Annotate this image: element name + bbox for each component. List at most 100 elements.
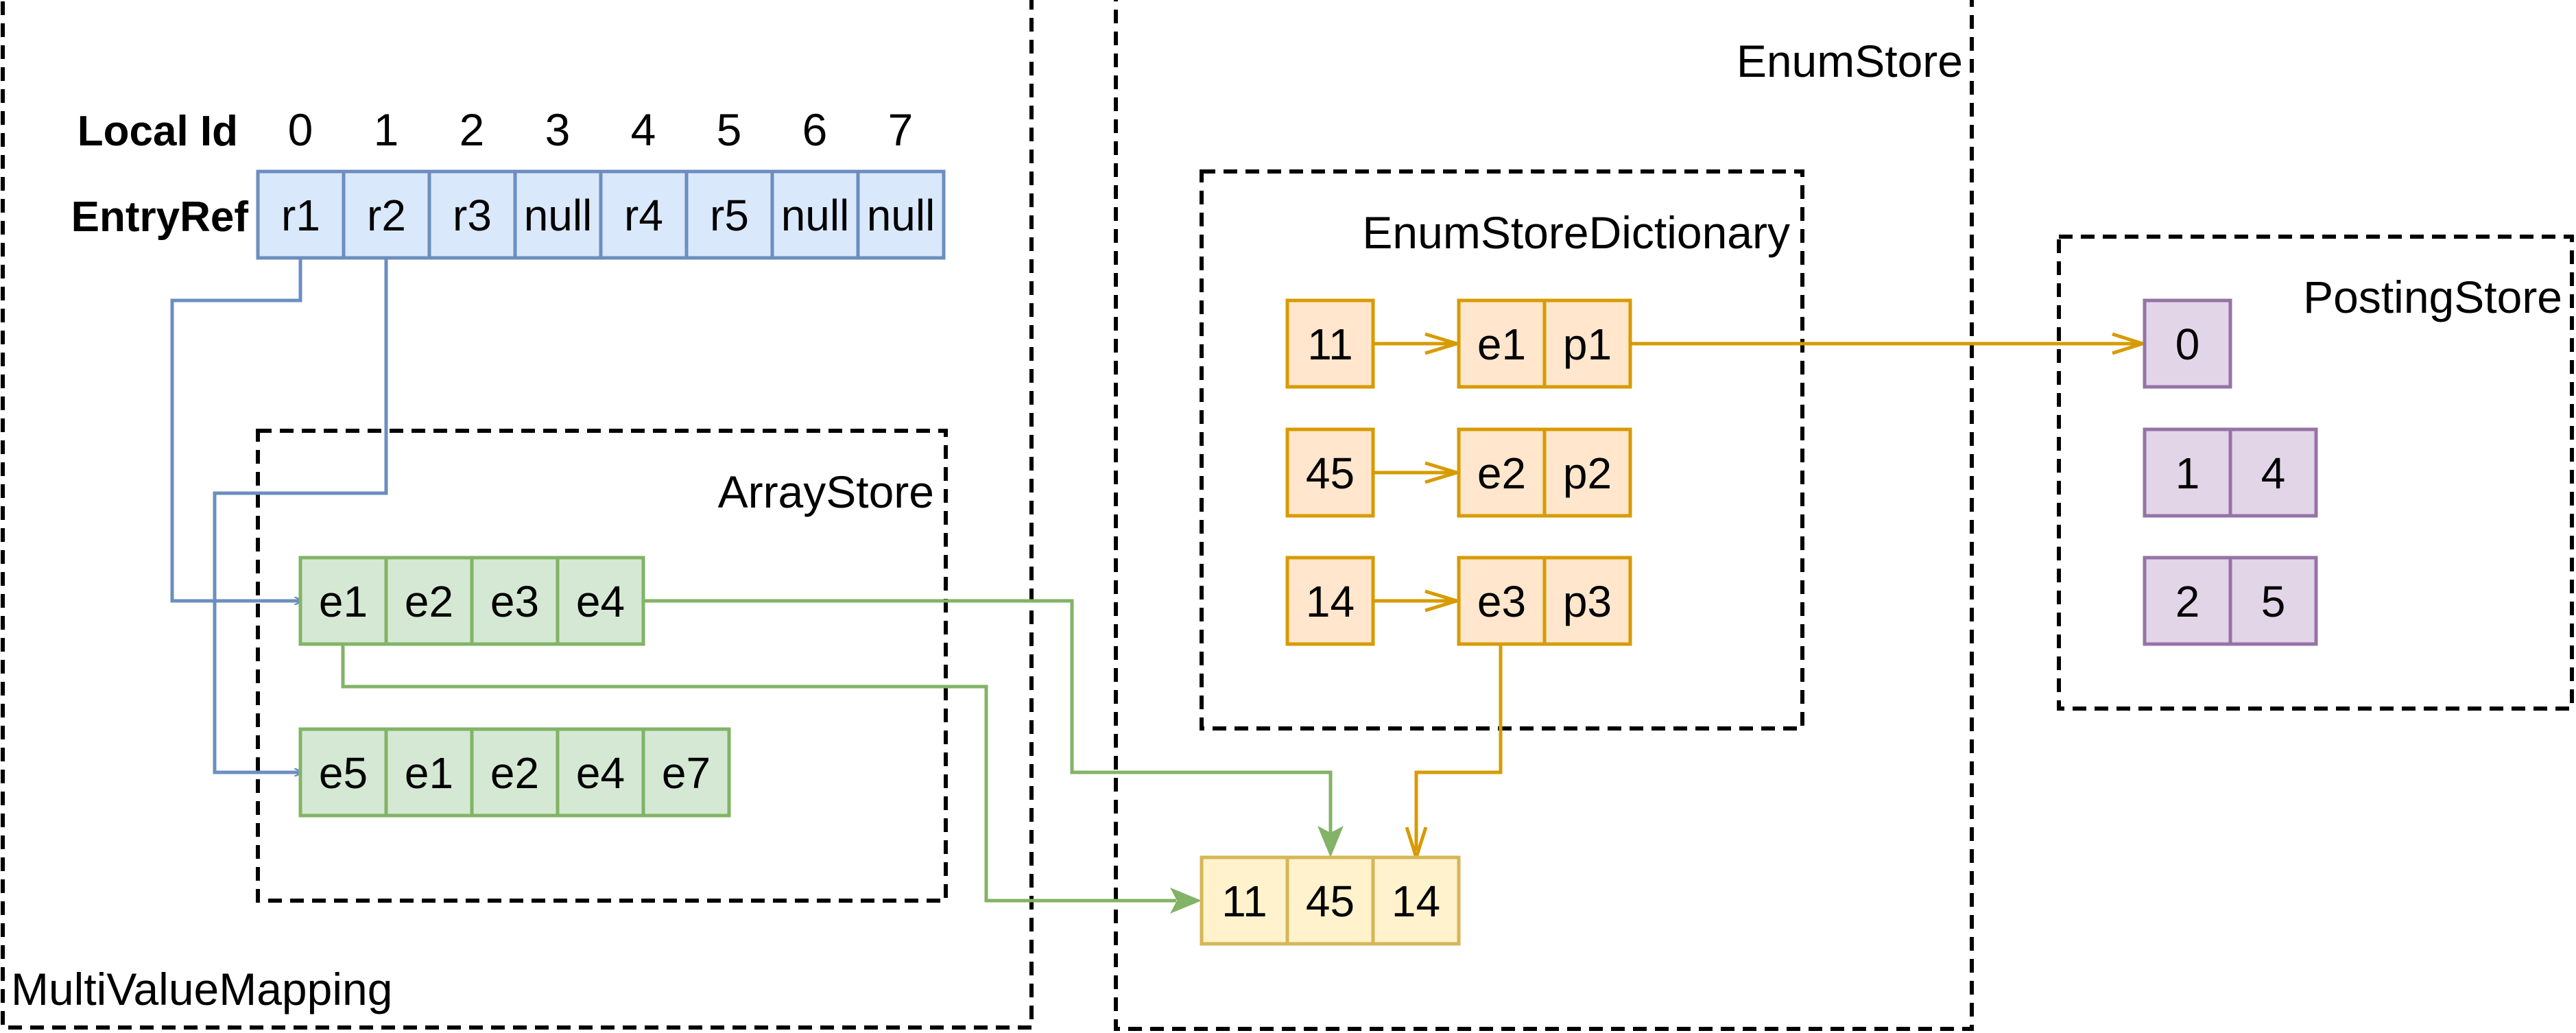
entry-ref-cell-box bbox=[513, 169, 603, 260]
arrowhead-key45-e2 bbox=[1424, 461, 1463, 484]
array-2-cell-box bbox=[556, 727, 645, 818]
dictionary-posting-box bbox=[1542, 427, 1632, 518]
array-1-cell: e1 bbox=[298, 556, 388, 646]
connector-e1-value11 bbox=[341, 645, 1176, 903]
enum-value-cell-box bbox=[1200, 855, 1289, 946]
posting-list-2-cell-label: 1 bbox=[2175, 449, 2200, 498]
entry-ref-cell-label: null bbox=[867, 191, 935, 240]
array-2-cell-label: e7 bbox=[662, 748, 711, 798]
entry-ref-cell: null bbox=[770, 169, 860, 260]
arrowhead-value45 bbox=[1317, 826, 1344, 857]
array-store-title: ArrayStore bbox=[718, 466, 934, 517]
array-1-cell-label: e3 bbox=[490, 577, 539, 626]
entry-ref-label: EntryRef bbox=[71, 193, 249, 241]
dictionary-key-label: 45 bbox=[1306, 449, 1355, 498]
entry-ref-cell: r1 bbox=[256, 169, 346, 260]
connectors bbox=[170, 258, 2149, 914]
local-id-4: 4 bbox=[631, 104, 656, 155]
array-2-cell: e5 bbox=[298, 727, 388, 818]
posting-list-2-cell-box bbox=[2228, 427, 2318, 518]
entry-ref-cell: null bbox=[513, 169, 603, 260]
entry-ref-cell: r4 bbox=[599, 169, 689, 260]
dictionary-posting-box bbox=[1542, 556, 1632, 646]
entry-ref-cell: null bbox=[856, 169, 946, 260]
posting-list-2-cell-label: 4 bbox=[2261, 449, 2286, 498]
dictionary-posting-label: p2 bbox=[1563, 449, 1612, 498]
array-2-cell-label: e4 bbox=[576, 748, 625, 798]
dictionary-posting: p1 bbox=[1542, 298, 1632, 389]
array-1-cell: e4 bbox=[556, 556, 645, 646]
entry-ref-cell-label: r1 bbox=[281, 191, 320, 240]
local-id-7: 7 bbox=[888, 104, 914, 155]
dictionary-posting-label: p1 bbox=[1563, 320, 1612, 369]
array-1-cell: e3 bbox=[470, 556, 560, 646]
posting-list-1-cell-box bbox=[2143, 298, 2232, 389]
enum-store-dictionary-entries: 11 e1 p1 45 e2 p2 14 e3 p3 bbox=[1285, 298, 1632, 646]
array-store-arrays: e1 e2 e3 e4 e5 e1 e2 e4 e7 bbox=[298, 556, 731, 818]
dictionary-enum: e1 bbox=[1457, 298, 1547, 389]
dictionary-posting-label: p3 bbox=[1563, 577, 1612, 626]
local-id-row: 0 1 2 3 4 5 6 7 bbox=[288, 104, 914, 155]
dictionary-enum: e2 bbox=[1457, 427, 1547, 518]
array-2-cell-box bbox=[298, 727, 388, 818]
dictionary-key-label: 14 bbox=[1306, 577, 1355, 626]
arrowhead-key14-e3 bbox=[1424, 589, 1463, 613]
dictionary-key-box bbox=[1285, 556, 1375, 646]
arrowhead-key11-e1 bbox=[1424, 332, 1463, 355]
local-id-5: 5 bbox=[717, 104, 742, 155]
local-id-label: Local Id bbox=[77, 108, 238, 155]
array-2-cell: e7 bbox=[641, 727, 731, 818]
entry-ref-cell: r2 bbox=[342, 169, 431, 260]
multi-value-mapping-title: MultiValueMapping bbox=[11, 964, 392, 1014]
array-1-cell-box bbox=[298, 556, 388, 646]
local-id-6: 6 bbox=[802, 104, 828, 155]
dictionary-enum-box bbox=[1457, 427, 1547, 518]
array-store-frame bbox=[256, 429, 948, 903]
posting-store-frame bbox=[2057, 235, 2574, 711]
posting-list-3-cell-label: 5 bbox=[2261, 577, 2286, 626]
entry-ref-cell-label: r5 bbox=[710, 191, 749, 240]
array-2-cell-label: e5 bbox=[319, 748, 368, 798]
dictionary-enum-label: e3 bbox=[1477, 577, 1526, 626]
arrowhead-value11 bbox=[1170, 888, 1202, 914]
entry-ref-cell-box bbox=[856, 169, 946, 260]
local-id-3: 3 bbox=[545, 104, 571, 155]
posting-list-3-cell-box bbox=[2228, 556, 2318, 646]
array-2-cell: e2 bbox=[470, 727, 560, 818]
dictionary-enum-label: e2 bbox=[1477, 449, 1526, 498]
entry-ref-cell-box bbox=[342, 169, 431, 260]
dictionary-posting-box bbox=[1542, 298, 1632, 389]
local-id-0: 0 bbox=[288, 104, 313, 155]
entry-ref-cell: r5 bbox=[684, 169, 774, 260]
arrowhead-posting0 bbox=[2112, 332, 2149, 355]
local-id-1: 1 bbox=[374, 104, 399, 155]
array-1-cell-box bbox=[556, 556, 645, 646]
enum-value-cell-label: 11 bbox=[1221, 877, 1267, 926]
array-1-cell: e2 bbox=[384, 556, 474, 646]
enum-store-values: 11 45 14 bbox=[1200, 855, 1461, 946]
dictionary-enum: e3 bbox=[1457, 556, 1547, 646]
entry-ref-cell-label: r3 bbox=[453, 191, 492, 240]
posting-list-1-cell-label: 0 bbox=[2175, 320, 2200, 369]
connector-e4-value45 bbox=[645, 599, 1333, 833]
posting-list-3-cell: 5 bbox=[2228, 556, 2318, 646]
dictionary-enum-label: e1 bbox=[1477, 320, 1526, 369]
dictionary-key-label: 11 bbox=[1307, 320, 1352, 369]
dictionary-key-box bbox=[1285, 427, 1375, 518]
enum-value-cell-label: 45 bbox=[1306, 877, 1355, 926]
posting-store-title: PostingStore bbox=[2303, 272, 2562, 322]
enum-store-title: EnumStore bbox=[1737, 36, 1963, 86]
enum-value-cell: 14 bbox=[1371, 855, 1461, 946]
entry-ref-cell: r3 bbox=[427, 169, 517, 260]
array-2-cell-box bbox=[641, 727, 731, 818]
dictionary-posting: p2 bbox=[1542, 427, 1632, 518]
array-1-cell-label: e4 bbox=[576, 577, 625, 626]
posting-list-3-cell-label: 2 bbox=[2175, 577, 2200, 626]
entry-ref-cell-box bbox=[599, 169, 689, 260]
enum-value-cell-box bbox=[1285, 855, 1375, 946]
array-2-cell-label: e1 bbox=[405, 748, 453, 798]
array-1-cell-label: e2 bbox=[405, 577, 453, 626]
local-id-2: 2 bbox=[460, 104, 485, 155]
